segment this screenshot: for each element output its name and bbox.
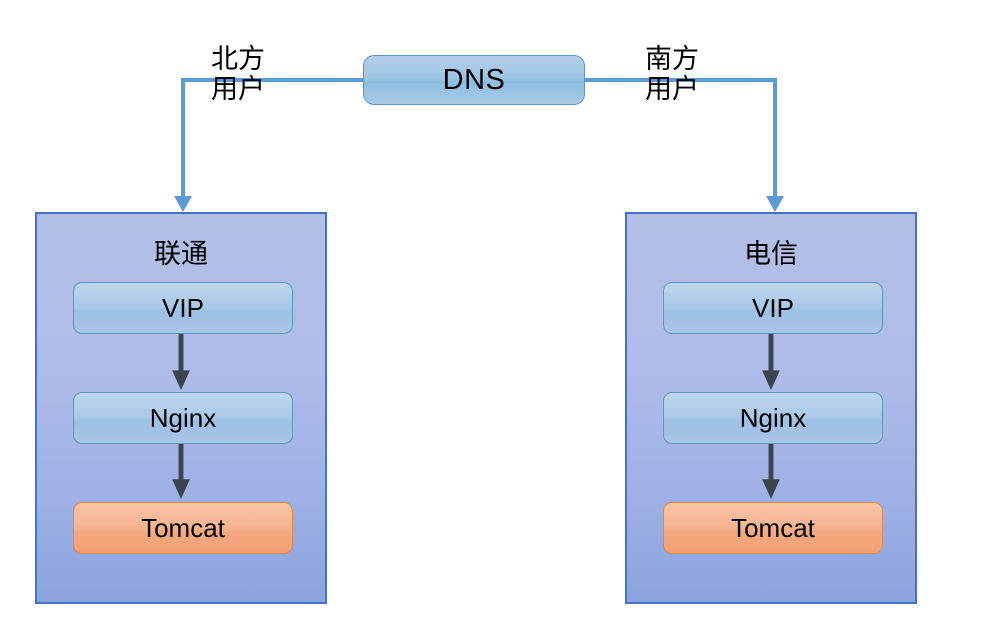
region-left-title: 联通 (154, 239, 208, 269)
dns-node[interactable]: DNS (363, 55, 585, 105)
region-left-unicom[interactable]: 联通 VIP Nginx Tomcat (35, 212, 327, 604)
edge-label-south-line1: 南方 (645, 44, 699, 74)
region-left-node-tomcat-label: Tomcat (141, 512, 225, 543)
region-right-node-vip-label: VIP (752, 292, 794, 323)
region-right-node-vip[interactable]: VIP (663, 282, 883, 334)
region-right-node-nginx[interactable]: Nginx (663, 392, 883, 444)
flow-arrow-vip-to-nginx (172, 332, 190, 391)
region-right-title: 电信 (744, 239, 798, 269)
region-left-node-vip-label: VIP (162, 292, 204, 323)
flow-arrow-vip-to-nginx (762, 332, 780, 391)
region-right-node-nginx-label: Nginx (739, 402, 807, 433)
region-right-node-tomcat-label: Tomcat (731, 512, 815, 543)
region-left-node-nginx[interactable]: Nginx (73, 392, 293, 444)
connector-dns-to-left-region (174, 78, 363, 212)
edge-label-south-line2: 用户 (645, 74, 699, 105)
flow-arrow-nginx-to-tomcat (172, 441, 190, 500)
region-right-node-tomcat[interactable]: Tomcat (663, 502, 883, 554)
edge-label-north-users: 北方 用户 (211, 44, 265, 104)
edge-label-south-users: 南方 用户 (645, 44, 699, 104)
dns-node-label: DNS (442, 63, 506, 96)
region-left-node-vip[interactable]: VIP (73, 282, 293, 334)
edge-label-north-line2: 用户 (211, 74, 265, 105)
edge-label-north-line1: 北方 (211, 44, 265, 74)
region-right-telecom[interactable]: 电信 VIP Nginx Tomcat (625, 212, 917, 604)
flow-arrow-nginx-to-tomcat (762, 441, 780, 500)
region-left-node-tomcat[interactable]: Tomcat (73, 502, 293, 554)
region-left-node-nginx-label: Nginx (149, 402, 217, 433)
